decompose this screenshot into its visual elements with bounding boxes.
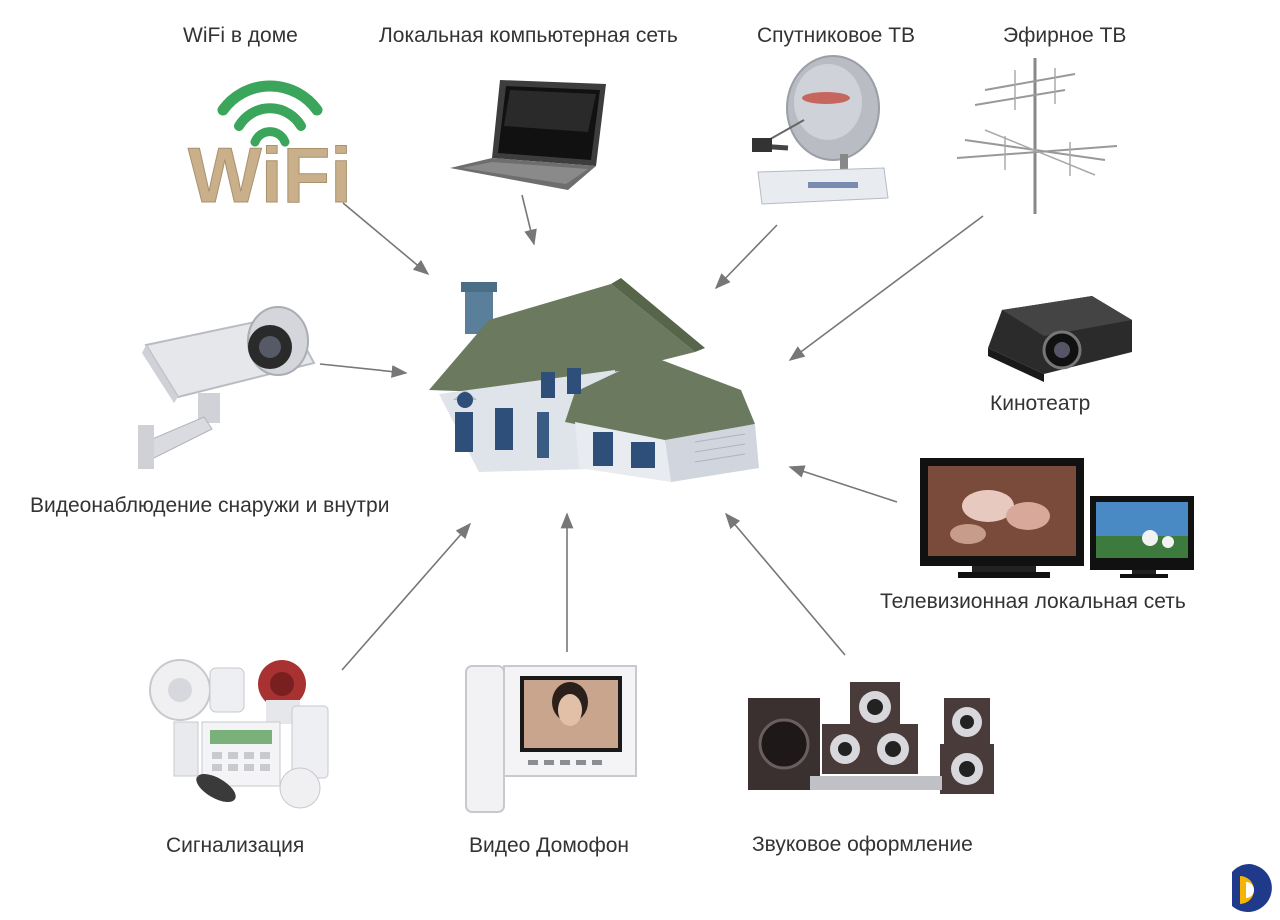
laptop-icon	[450, 80, 606, 190]
arrow-wifi	[342, 202, 430, 276]
label-tvlan: Телевизионная локальная сеть	[880, 590, 1186, 613]
tv-icon	[920, 458, 1194, 578]
alarm-sensors-icon	[149, 659, 329, 809]
arrow-lan	[521, 194, 537, 246]
arrow-air	[788, 215, 984, 361]
arrow-alarm	[341, 522, 472, 671]
projector-icon	[988, 296, 1132, 382]
label-lan: Локальная компьютерная сеть	[379, 24, 678, 47]
label-sat: Спутниковое ТВ	[757, 24, 916, 47]
label-air: Эфирное ТВ	[1003, 24, 1127, 47]
satellite-dish-icon	[752, 55, 889, 205]
brand-logo-icon	[1232, 864, 1272, 912]
house-icon	[429, 278, 759, 482]
label-intercom: Видео Домофон	[469, 834, 629, 857]
antenna-icon	[956, 58, 1118, 214]
label-alarm: Сигнализация	[166, 834, 305, 857]
arrow-tvlan	[788, 465, 898, 503]
security-camera-icon	[138, 306, 316, 469]
wifi-logo-text: WiFi	[188, 131, 352, 215]
speakers-icon	[748, 682, 994, 794]
arrow-cctv	[319, 363, 408, 378]
label-sound: Звуковое оформление	[752, 833, 973, 856]
wifi-icon: WiFi	[188, 80, 352, 215]
arrow-sound	[724, 512, 846, 656]
label-wifi: WiFi в доме	[183, 24, 298, 47]
intercom-icon	[465, 665, 637, 813]
label-cinema: Кинотеатр	[990, 392, 1091, 415]
label-cctv: Видеонаблюдение снаружи и внутри	[30, 494, 390, 517]
arrow-sat	[714, 224, 778, 290]
